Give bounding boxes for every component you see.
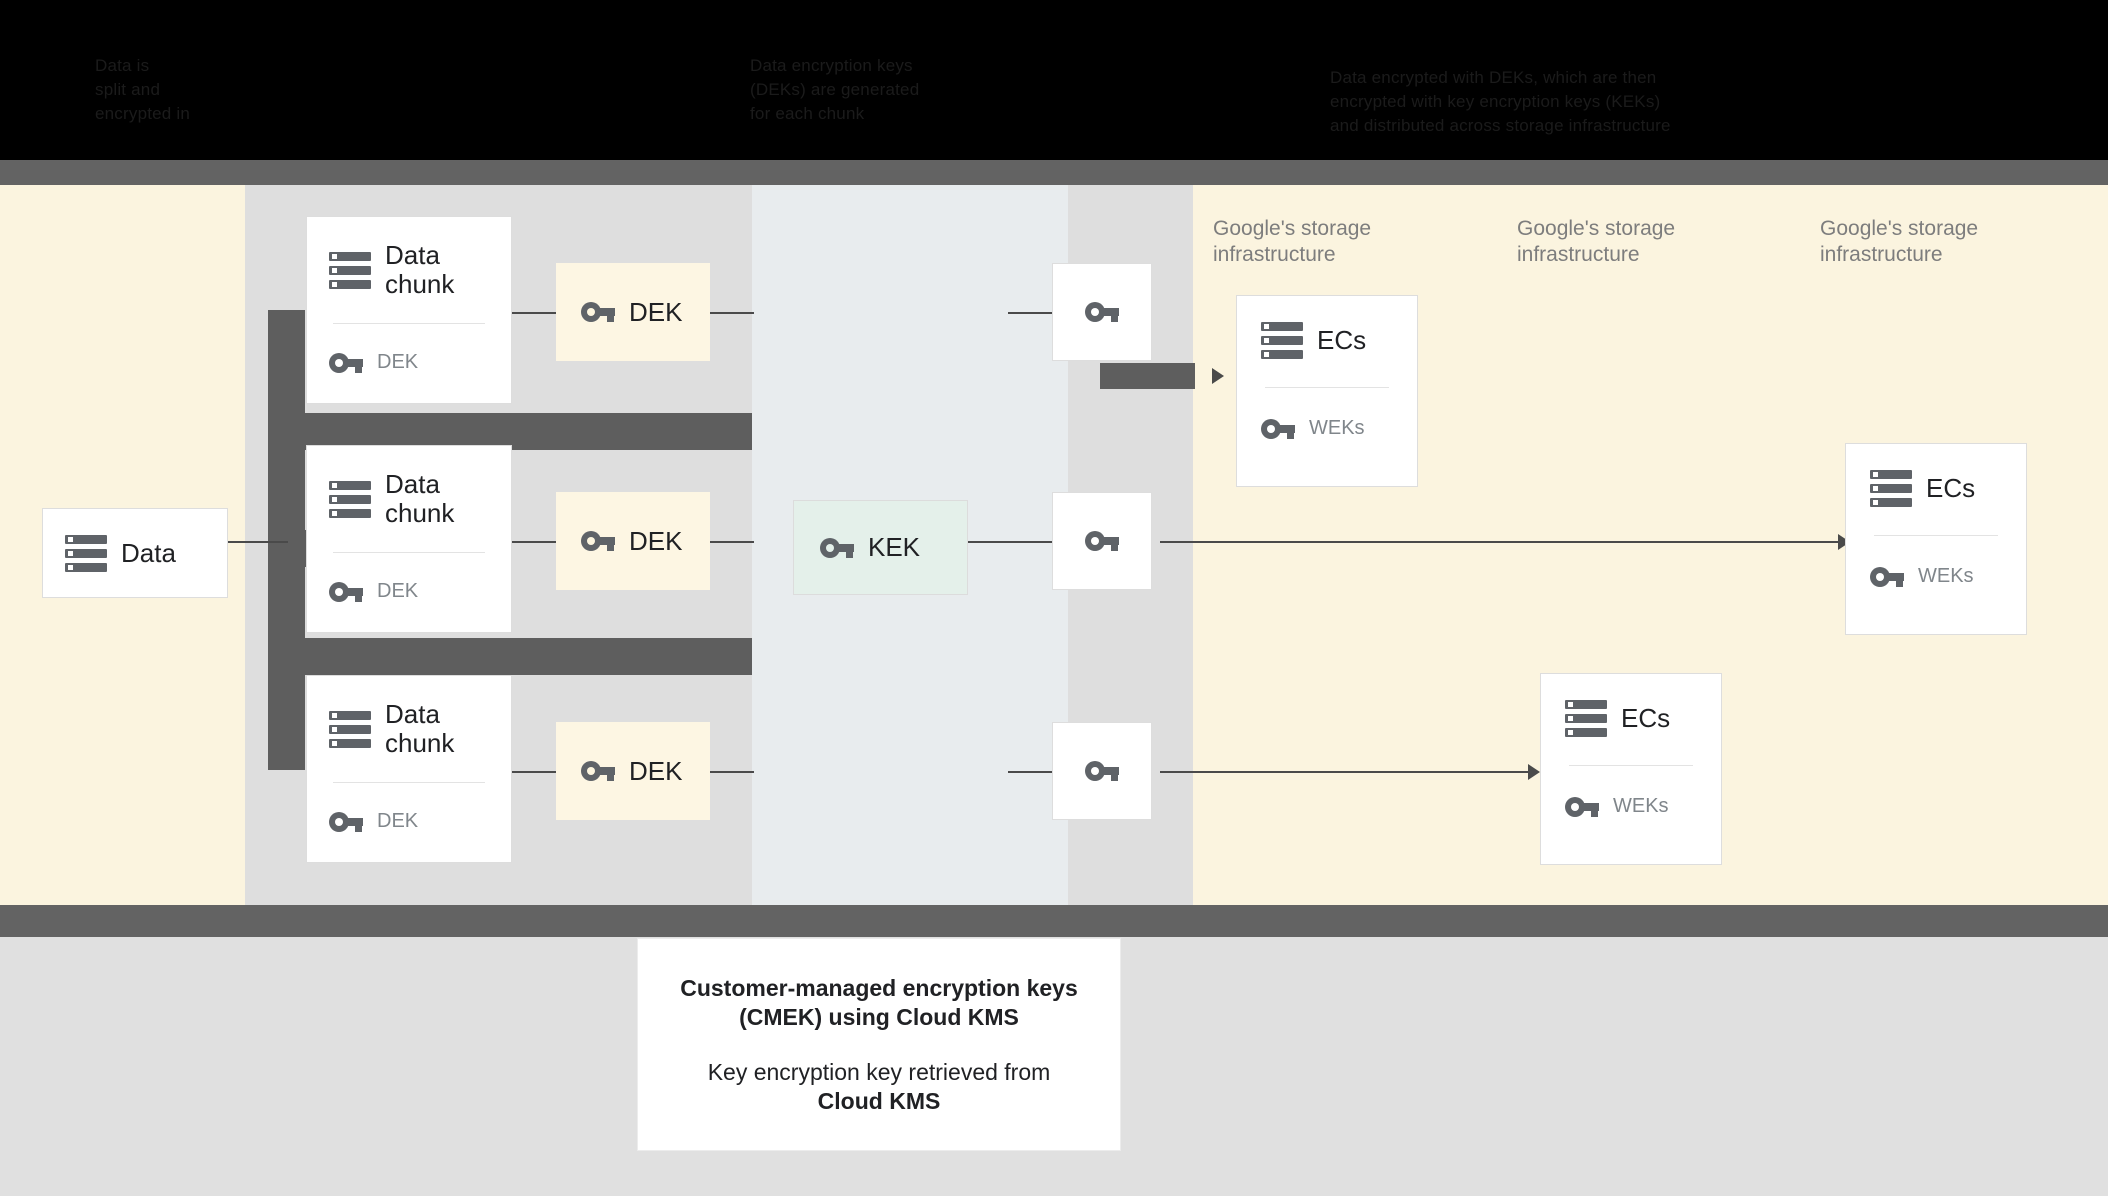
node-dek-label: DEK (629, 755, 683, 786)
caption-box: Customer-managed encryption keys (CMEK) … (637, 938, 1121, 1151)
storage-stack-icon (329, 710, 371, 748)
node-chunk-key-label: DEK (377, 580, 419, 602)
section-label-storage-1: Google's storage infrastructure (1213, 217, 1372, 266)
node-data[interactable]: Data (42, 508, 228, 598)
section-label-storage-3: Google's storage infrastructure (1820, 217, 1979, 266)
node-ecs-key-label: WEKs (1918, 565, 1974, 587)
node-chunk-key-label: DEK (377, 351, 419, 373)
fanout-bracket-top (268, 413, 752, 450)
connector-dek1-out (710, 312, 754, 314)
connector-dek2-out (710, 541, 754, 543)
fanout-bracket-bottom (268, 638, 752, 675)
node-chunk-title: Data chunk (385, 699, 455, 758)
key-icon (329, 352, 363, 373)
storage-stack-icon (1870, 470, 1912, 507)
key-icon (1085, 531, 1119, 551)
node-wek-3[interactable] (1052, 722, 1152, 820)
node-ecs-title: ECs (1317, 325, 1367, 355)
key-icon (1085, 761, 1119, 781)
key-icon (1870, 566, 1904, 587)
card-divider (1265, 387, 1389, 388)
node-dek-label: DEK (629, 296, 683, 327)
connector-chunk3-to-dek3 (512, 771, 556, 773)
node-ecs-key-label: WEKs (1309, 417, 1365, 439)
node-dek-1[interactable]: DEK (556, 263, 710, 361)
card-divider (1569, 765, 1693, 766)
storage-stack-icon (1261, 322, 1303, 359)
connector-wek3-to-ecs-bottom (1160, 771, 1530, 773)
node-kek[interactable]: KEK (793, 500, 968, 595)
caption-line-2-prefix: Key encryption key retrieved from (707, 1058, 1051, 1085)
arrowhead-ecs-bottom (1528, 764, 1540, 780)
storage-stack-icon (329, 251, 371, 289)
node-data-chunk-2[interactable]: Data chunk DEK (306, 445, 512, 633)
key-icon (1261, 418, 1295, 439)
banner-text-left: Data is split and encrypted in (95, 56, 191, 123)
connector-to-wek1 (1008, 312, 1052, 314)
node-ecs-2[interactable]: ECs WEKs (1845, 443, 2027, 635)
connector-chunk1-to-dek1 (512, 312, 556, 314)
wek-to-ecs-dark-stub (1100, 363, 1195, 389)
key-icon (1565, 796, 1599, 817)
connector-dek3-out (710, 771, 754, 773)
caption-line-1: Customer-managed encryption keys (CMEK) … (680, 974, 1078, 1030)
caption-line-2: Key encryption key retrieved from Cloud … (672, 1058, 1086, 1116)
storage-stack-icon (1565, 700, 1607, 737)
connector-wek2-to-ecs-right (1160, 541, 1840, 543)
node-data-label: Data (121, 537, 176, 568)
connector-to-wek3 (1008, 771, 1052, 773)
card-divider (1874, 535, 1998, 536)
node-ecs-3[interactable]: ECs WEKs (1540, 673, 1722, 865)
node-chunk-key-label: DEK (377, 810, 419, 832)
top-banner: Data is split and encrypted in Data encr… (0, 0, 2108, 160)
footer-divider-strip (0, 905, 2108, 937)
key-icon (581, 302, 615, 322)
banner-text-right: Data encrypted with DEKs, which are then… (1330, 68, 1671, 135)
card-divider (333, 782, 485, 783)
node-dek-2[interactable]: DEK (556, 492, 710, 590)
key-icon (581, 531, 615, 551)
card-divider (333, 323, 485, 324)
key-icon (820, 537, 854, 558)
node-dek-label: DEK (629, 525, 683, 556)
key-icon (329, 811, 363, 832)
storage-stack-icon (329, 480, 371, 518)
arrowhead-ecs-top (1212, 368, 1224, 384)
section-label-storage-2: Google's storage infrastructure (1517, 217, 1676, 266)
node-kek-label: KEK (868, 532, 921, 562)
node-data-chunk-3[interactable]: Data chunk DEK (306, 675, 512, 863)
connector-kek-to-wek2 (968, 541, 1052, 543)
card-divider (333, 552, 485, 553)
key-icon (1085, 302, 1119, 322)
header-divider-strip (0, 160, 2108, 188)
banner-text-middle: Data encryption keys (DEKs) are generate… (750, 56, 920, 123)
node-ecs-1[interactable]: ECs WEKs (1236, 295, 1418, 487)
connector-chunk2-to-dek2 (512, 541, 556, 543)
node-ecs-key-label: WEKs (1613, 795, 1669, 817)
storage-stack-icon (65, 534, 107, 572)
node-wek-1[interactable] (1052, 263, 1152, 361)
node-ecs-title: ECs (1926, 473, 1976, 503)
node-chunk-title: Data chunk (385, 469, 455, 528)
caption-line-2-bold: Cloud KMS (817, 1087, 941, 1114)
node-wek-2[interactable] (1052, 492, 1152, 590)
node-dek-3[interactable]: DEK (556, 722, 710, 820)
key-icon (581, 761, 615, 781)
connector-data-to-chunk (228, 541, 288, 543)
node-data-chunk-1[interactable]: Data chunk DEK (306, 216, 512, 404)
key-icon (329, 581, 363, 602)
node-ecs-title: ECs (1621, 703, 1671, 733)
node-chunk-title: Data chunk (385, 240, 455, 299)
